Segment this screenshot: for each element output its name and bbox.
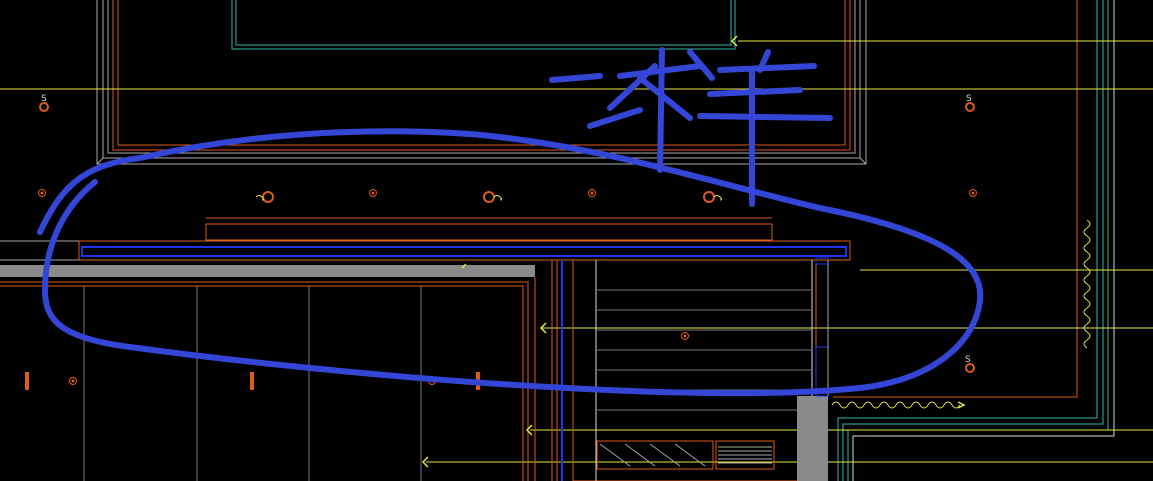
freehand-circle-mark [37, 128, 984, 397]
svg-text:S: S [41, 94, 47, 104]
smoke-detector-icon [969, 189, 977, 197]
fire-alarm-icon [483, 191, 502, 203]
zigzag-heater-icon [1083, 219, 1091, 349]
sprinkler-head-icon: S [965, 94, 975, 112]
upper-room-walls [96, 0, 867, 165]
svg-text:S: S [966, 94, 972, 104]
smoke-detector-icon [38, 189, 46, 197]
sprinkler-head-icon: S [39, 94, 49, 112]
svg-text:S: S [965, 355, 971, 365]
yellow-reference-lines [0, 40, 1153, 463]
sprinkler-head-icon: S [965, 355, 975, 373]
lower-left-room [0, 260, 563, 481]
fire-alarm-icon [703, 191, 722, 203]
smoke-detector-icon [588, 189, 596, 197]
zigzag-heater-icon [831, 401, 961, 409]
fire-alarm-icon [255, 191, 274, 203]
smoke-detector-icon [69, 377, 77, 385]
column-outlines [815, 257, 829, 397]
smoke-detector-icon [369, 189, 377, 197]
beam-band [0, 217, 851, 261]
handwritten-text [549, 47, 833, 207]
gray-slab [0, 265, 535, 277]
arrow-marker-icon [421, 35, 966, 468]
upper-room-cyan [231, 0, 736, 50]
upper-room-orange-lines [112, 0, 851, 151]
smoke-detector-icon [681, 332, 689, 340]
column-fill [797, 396, 828, 481]
